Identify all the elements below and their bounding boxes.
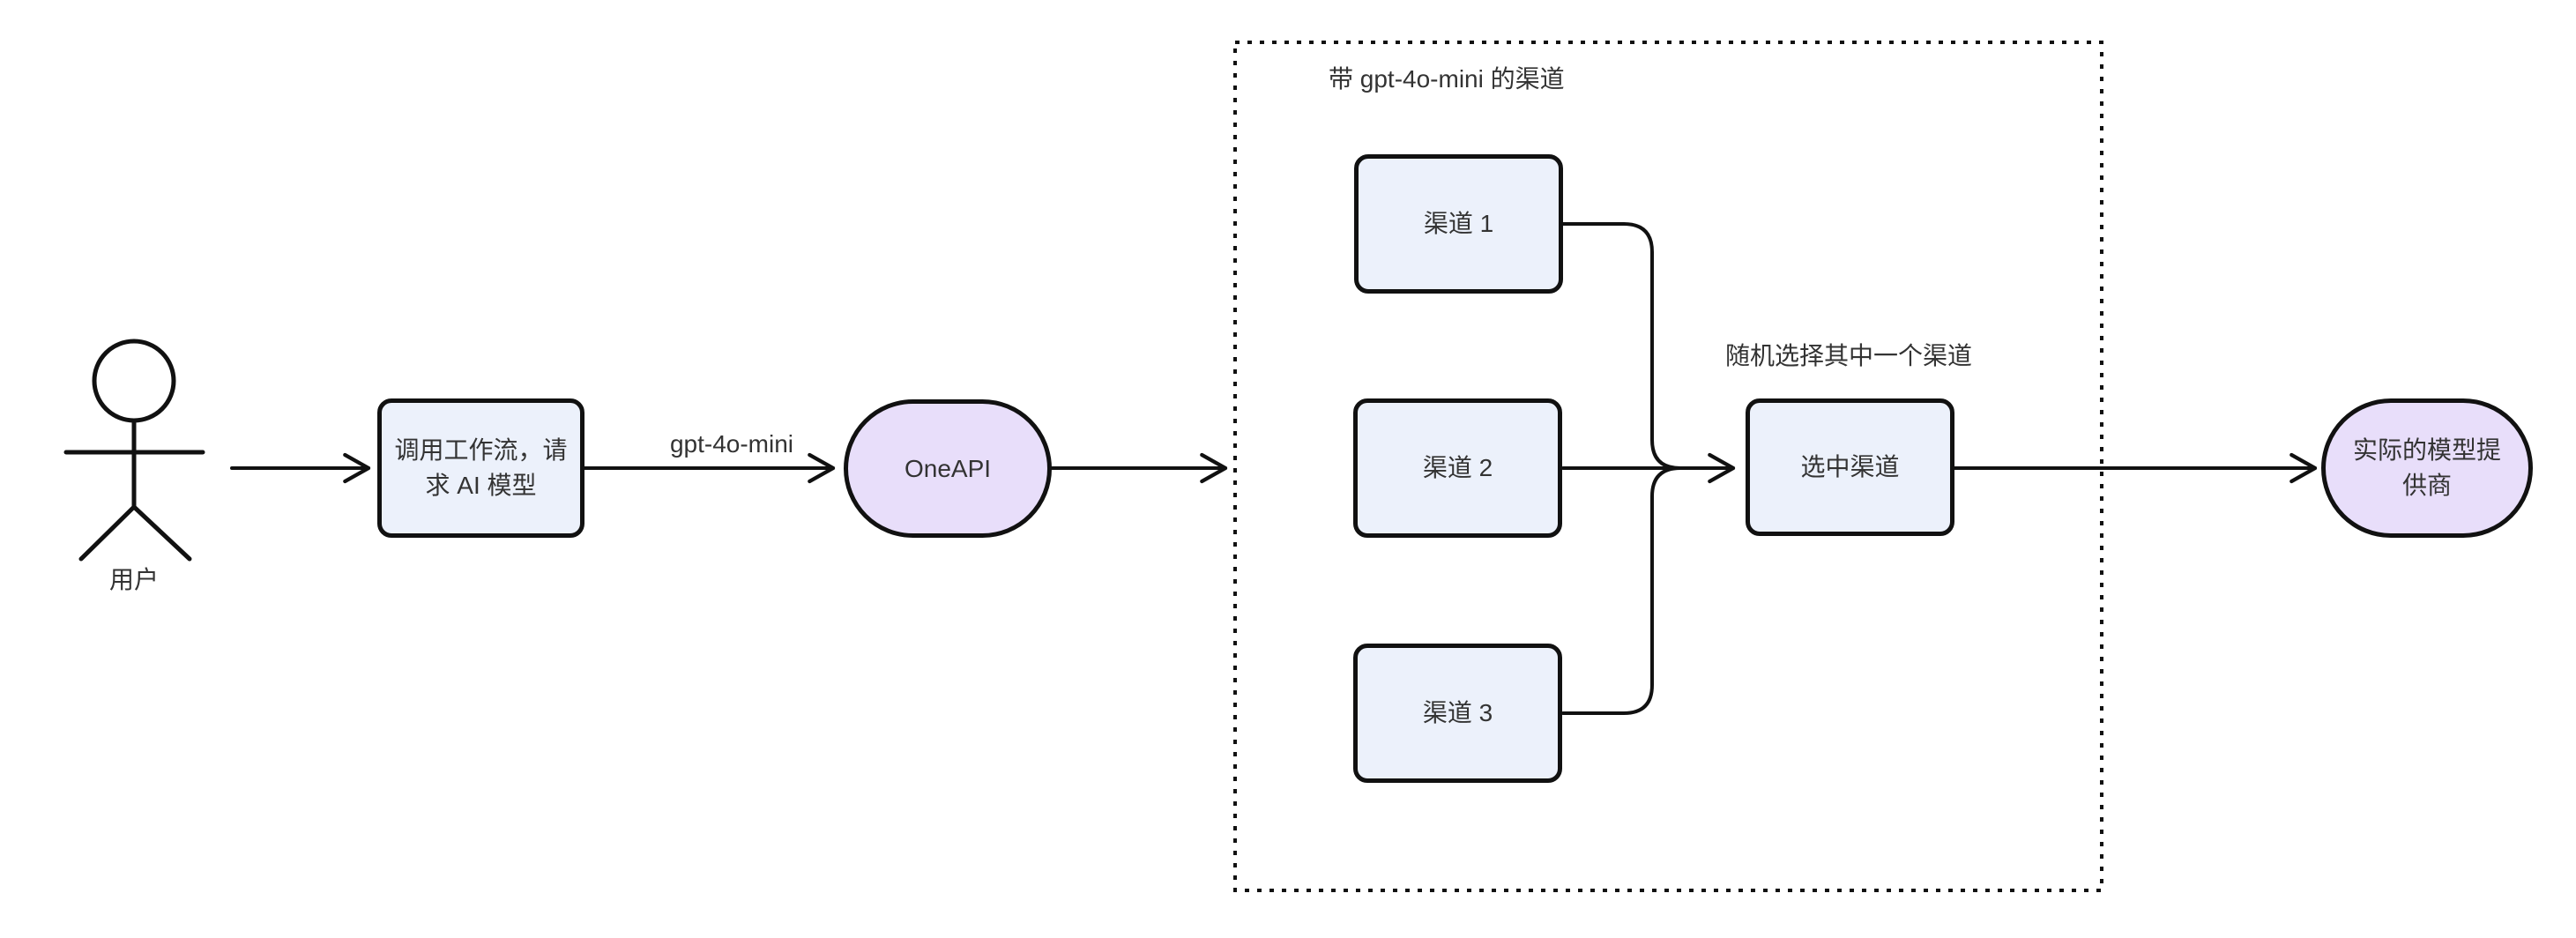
actor-legs <box>78 504 192 562</box>
node-workflow: 调用工作流，请 求 AI 模型 <box>377 398 584 538</box>
actor-head <box>92 339 176 423</box>
edge-label-model: gpt-4o-mini <box>669 430 794 458</box>
actor-label: 用户 <box>108 566 160 593</box>
node-channel-3-label: 渠道 3 <box>1422 699 1493 726</box>
node-provider-label-line2: 供商 <box>2401 472 2452 499</box>
node-channel-3: 渠道 3 <box>1353 644 1562 783</box>
edge-label-random-select: 随机选择其中一个渠道 <box>1724 342 1973 369</box>
node-selected-channel: 选中渠道 <box>1746 398 1954 536</box>
node-provider-label-line1: 实际的模型提 <box>2352 436 2501 464</box>
node-workflow-label-line2: 求 AI 模型 <box>425 472 537 499</box>
user-actor-icon <box>63 339 205 562</box>
node-selected-channel-label: 选中渠道 <box>1800 453 1900 480</box>
node-provider: 实际的模型提 供商 <box>2321 398 2533 538</box>
edge-channel3-merge <box>1561 466 1682 715</box>
node-channel-1-label: 渠道 1 <box>1423 210 1494 237</box>
node-channel-1: 渠道 1 <box>1354 154 1563 294</box>
node-oneapi: OneAPI <box>844 399 1052 538</box>
node-workflow-label-line1: 调用工作流，请 <box>394 436 568 464</box>
subgraph-border <box>1233 41 2103 892</box>
subgraph-title: 带 gpt-4o-mini 的渠道 <box>1329 65 1565 93</box>
edge-channel1-merge <box>1561 222 1682 470</box>
node-channel-2-label: 渠道 2 <box>1422 454 1493 481</box>
node-oneapi-label: OneAPI <box>904 454 992 482</box>
node-channel-2: 渠道 2 <box>1353 398 1562 538</box>
